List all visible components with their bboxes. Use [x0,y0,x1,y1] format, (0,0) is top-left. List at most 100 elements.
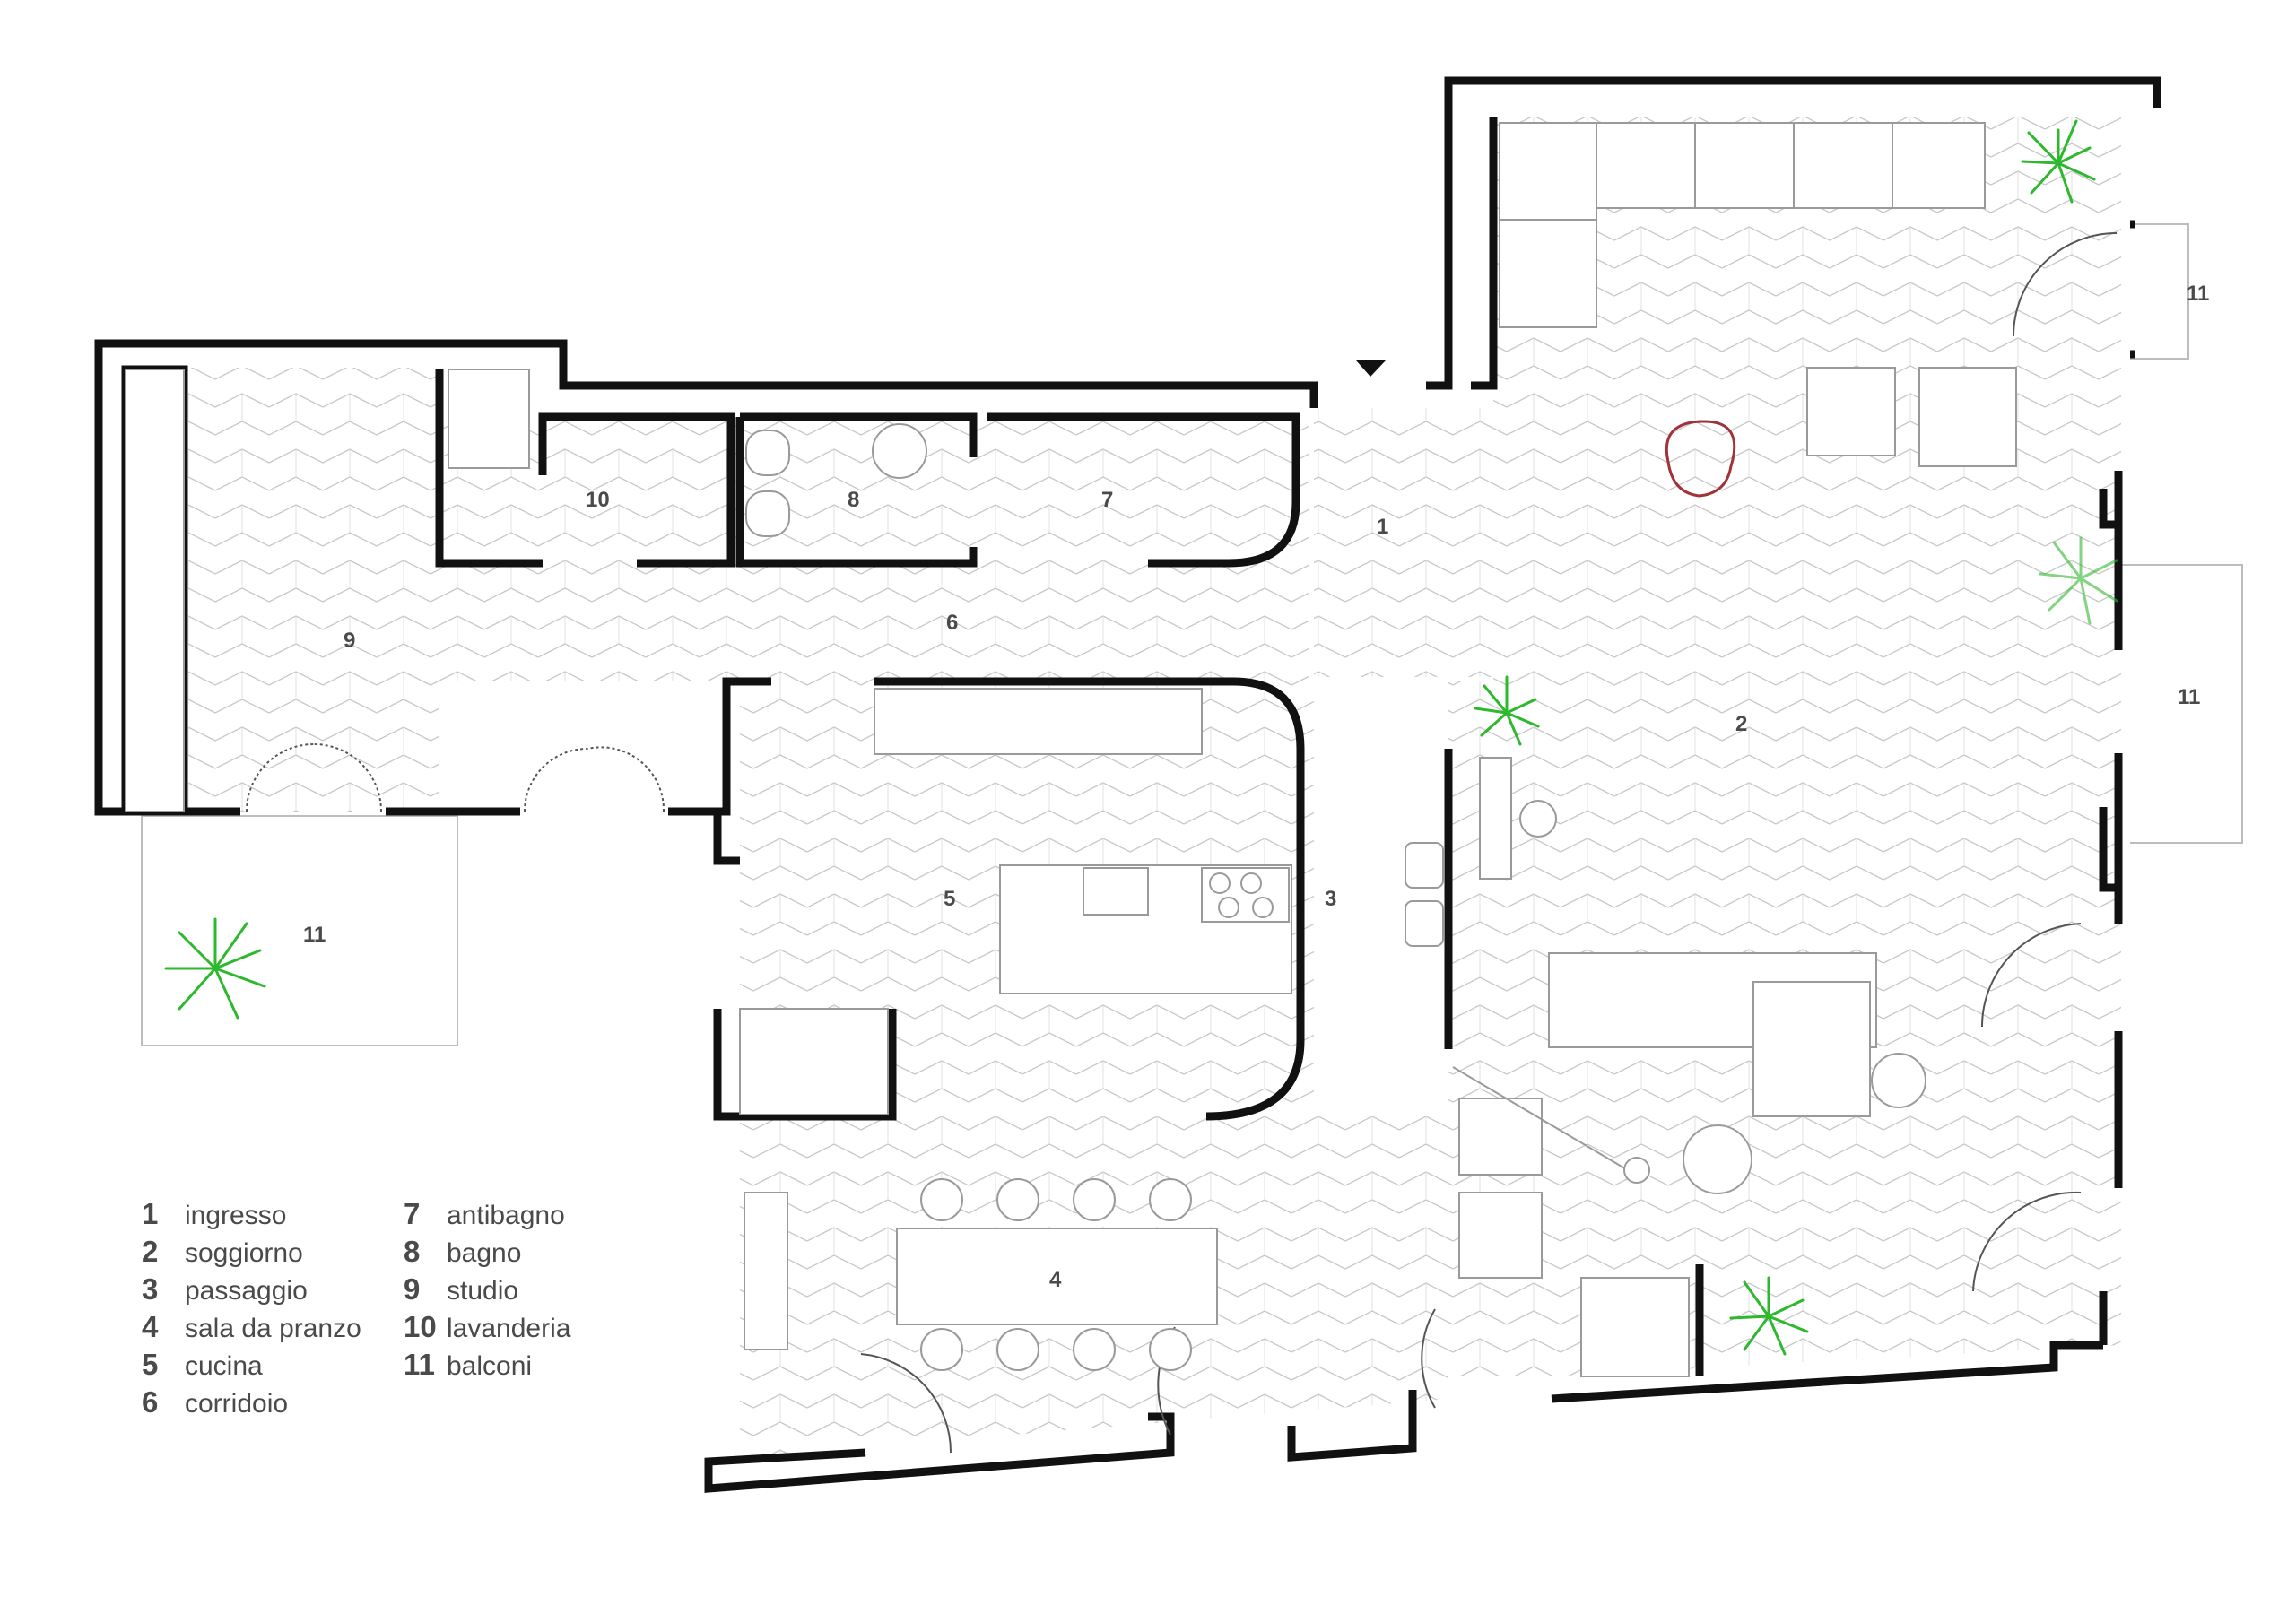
burner [1252,897,1274,918]
door-dining-1 [860,1353,952,1454]
floor-studio [188,368,439,812]
plant-icon [2039,536,2118,625]
room-label-3: 3 [1325,887,1336,911]
sink [1083,867,1149,916]
legend-number: 9 [404,1272,421,1306]
kitchen-counter [874,688,1203,755]
dining-chair [1149,1328,1192,1371]
accent-chair-icon [1665,420,1736,498]
legend-item: 6 corridoio [142,1385,288,1423]
wall-east [2099,220,2135,1345]
legend-label: sala da pranzo [185,1314,361,1343]
legend-label: ingresso [185,1201,287,1230]
balcony-east-top [2130,223,2189,360]
balcony-east-mid [2117,564,2243,844]
legend-number: 2 [142,1235,159,1268]
room-label-11-west: 11 [303,923,326,947]
legend-item: 7 antibagno [404,1197,565,1235]
dining-chair [920,1328,963,1371]
legend-label: cucina [185,1351,263,1381]
door-studio-balcony-1 [246,743,382,812]
bar-stool [1405,900,1444,947]
room-label-9: 9 [344,629,355,653]
entrance-marker-icon [1356,360,1386,377]
plant-icon [1474,675,1540,746]
lounge-chair-2 [1458,1192,1543,1279]
washing-machine [448,369,530,469]
wall-kitchen-west [713,812,897,1121]
dining-chair [920,1178,963,1221]
plant-icon [2021,119,2096,204]
plant-icon [1729,1276,1809,1356]
door-living-south [1421,1308,1436,1409]
cooktop [1201,867,1290,923]
wall-laundry [435,369,735,568]
legend-number: 5 [142,1348,159,1381]
legend-item: 1 ingresso [142,1197,286,1235]
fridge [739,1008,889,1115]
legend-item: 9 studio [404,1272,518,1310]
dining-chair [1073,1328,1116,1371]
washbasin [872,423,927,479]
armchair-2 [1918,367,2017,467]
legend-number: 10 [404,1310,437,1343]
legend-label: corridoio [185,1389,289,1419]
door-studio-balcony-2 [524,746,665,812]
dining-table [896,1228,1218,1325]
wall-south [704,1264,2103,1493]
door-living-balcony [2013,232,2118,337]
wall-kitchen-curve [874,677,1305,1121]
legend-label: balconi [447,1351,533,1381]
lounge-chair-1 [1458,1098,1543,1176]
cabinet [1580,1277,1690,1377]
legend-number: 6 [142,1385,159,1419]
room-labels: 1 2 3 4 5 6 7 8 9 10 11 11 11 [303,282,2209,1292]
legend-item: 3 passaggio [142,1272,308,1310]
legend-label: bagno [447,1238,522,1268]
floor-entrance [1314,408,1493,677]
legend-label: antibagno [447,1201,565,1230]
legend-number: 4 [142,1310,159,1343]
sofa-chaise [1752,981,1871,1117]
legend-label: studio [447,1276,519,1306]
bidet [745,490,790,537]
toilet [745,430,790,476]
room-label-11-east: 11 [2178,685,2200,709]
wall-studio-outer [94,339,1318,816]
legend-number: 3 [142,1272,159,1306]
legend-number: 8 [404,1235,421,1268]
legend-label: soggiorno [185,1238,303,1268]
dining-sideboard [744,1192,788,1350]
legend-label: passaggio [185,1276,308,1306]
dining-chair [996,1328,1039,1371]
wall-entrance-north [1426,76,2161,390]
furniture [125,122,2017,1377]
door-living-east [1980,923,2082,1028]
studio-desk [125,369,185,812]
side-table [1871,1053,1926,1108]
legend-item: 8 bagno [404,1235,521,1272]
room-label-11-north-east: 11 [2187,282,2209,306]
legend-number: 1 [142,1197,159,1230]
legend-item: 5 cucina [142,1348,263,1385]
burner [1209,872,1231,894]
coffee-table [1683,1124,1752,1194]
room-label-1: 1 [1377,515,1388,539]
room-label-10: 10 [586,488,610,512]
burner [1218,897,1239,918]
room-label-6: 6 [946,611,958,635]
legend-item: 2 soggiorno [142,1235,303,1272]
wall-bath [735,412,1300,568]
piano-stool [1519,800,1557,838]
balcony-west [141,815,458,1046]
door-living-south-east [1972,1191,2082,1292]
legend-number: 7 [404,1197,421,1230]
dining-chair [1149,1178,1192,1221]
dining-chair [1073,1178,1116,1221]
room-label-8: 8 [848,488,859,512]
burner [1240,872,1262,894]
legend-item: 4 sala da pranzo [142,1310,361,1348]
